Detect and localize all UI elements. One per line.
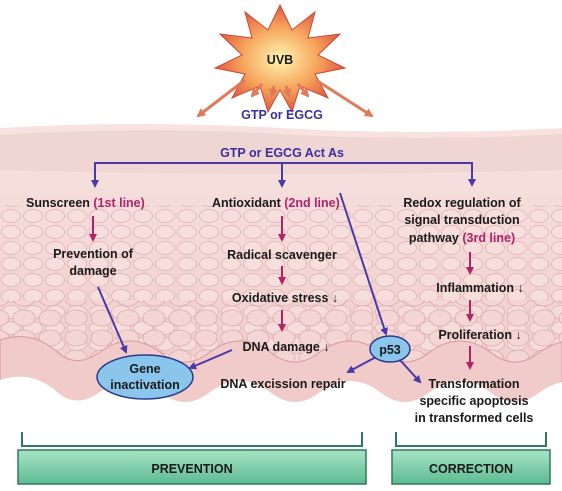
sunscreen-title: Sunscreen (1st line) — [26, 196, 145, 210]
prevention-of-damage-a: Prevention of — [53, 247, 134, 261]
radical-scavenger: Radical scavenger — [227, 248, 337, 262]
transformation-a: Transformation — [429, 377, 520, 391]
p53-node: p53 — [346, 335, 422, 384]
gene-inactivation-node: Gene inactivation — [96, 354, 194, 400]
prevention-label: PREVENTION — [151, 462, 232, 476]
redox-title-c: pathway (3rd line) — [409, 231, 515, 245]
col-sunscreen: Sunscreen (1st line) Prevention of damag… — [26, 196, 145, 354]
col-antioxidant: Antioxidant (2nd line) Radical scavenger… — [188, 192, 388, 391]
uvb-sun: UVB — [213, 3, 347, 114]
col-redox: Redox regulation of signal transduction … — [403, 196, 533, 425]
p53-label: p53 — [379, 343, 401, 357]
branch-arrows — [91, 162, 476, 188]
redox-title-b: signal transduction — [404, 213, 519, 227]
prevention-of-damage-b: damage — [69, 264, 116, 278]
dna-damage: DNA damage ↓ — [242, 340, 329, 354]
gene-label-a: Gene — [129, 362, 160, 376]
agent-label: GTP or EGCG — [241, 108, 323, 122]
inflammation: Inflammation ↓ — [436, 281, 524, 295]
oxidative-stress: Oxidative stress ↓ — [232, 291, 338, 305]
proliferation: Proliferation ↓ — [438, 328, 521, 342]
uvb-label: UVB — [267, 53, 293, 67]
transformation-b: specific apoptosis — [419, 394, 528, 408]
dna-excission-repair: DNA excission repair — [220, 377, 345, 391]
redox-title-a: Redox regulation of — [403, 196, 521, 210]
transformation-c: in transformed cells — [415, 411, 534, 425]
gene-label-b: inactivation — [110, 378, 179, 392]
bottom-panels: PREVENTION CORRECTION — [17, 432, 551, 485]
correction-label: CORRECTION — [429, 462, 513, 476]
antioxidant-title: Antioxidant (2nd line) — [212, 196, 340, 210]
uvb-rays — [196, 78, 374, 118]
acts-as-label: GTP or EGCG Act As — [220, 146, 344, 160]
